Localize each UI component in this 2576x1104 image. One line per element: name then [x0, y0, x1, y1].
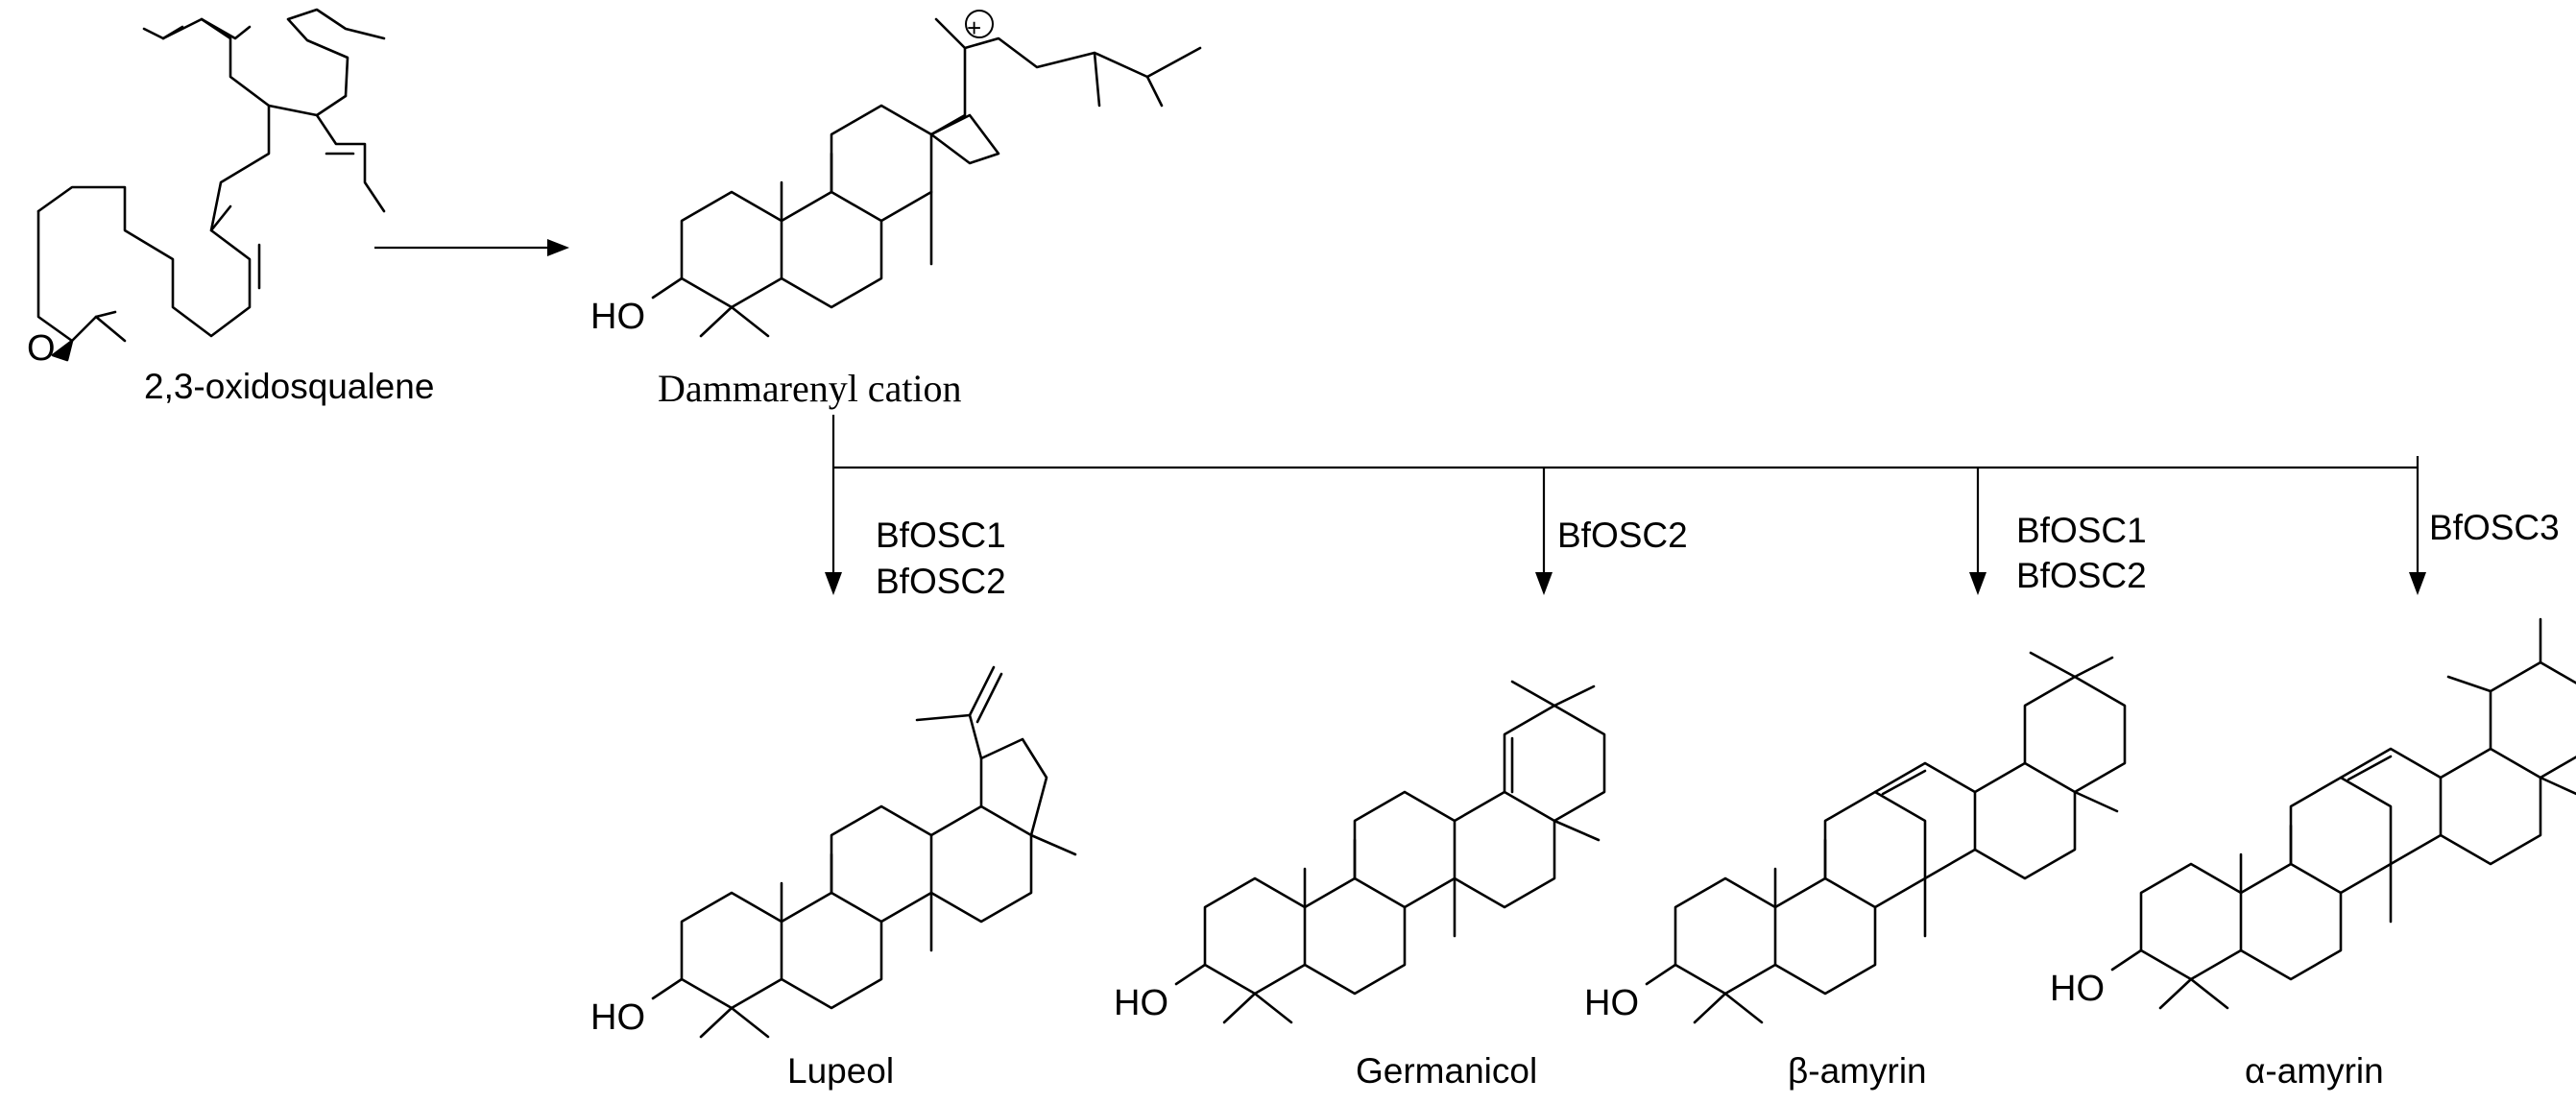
substrate-name: 2,3-oxidosqualene: [144, 367, 434, 406]
intermediate-name: Dammarenyl cation: [658, 367, 962, 410]
beta-amyrin-hydroxyl: HO: [1584, 983, 1639, 1023]
positive-charge-icon: [965, 10, 994, 38]
lupeol-hydroxyl: HO: [590, 997, 645, 1038]
germanicol-hydroxyl: HO: [1114, 983, 1168, 1023]
product-lupeol-name: Lupeol: [787, 1051, 894, 1091]
product-beta-amyrin-name: β-amyrin: [1788, 1051, 1927, 1091]
enzyme-alpha-amyrin-1: BfOSC3: [2429, 508, 2560, 547]
germanicol-structure: HO: [1114, 680, 1606, 1024]
alpha-amyrin-hydroxyl: HO: [2050, 969, 2105, 1009]
branch-connectors: [825, 415, 2426, 595]
enzyme-lupeol-1: BfOSC1: [876, 516, 1006, 555]
enzyme-germanicol-1: BfOSC2: [1557, 516, 1688, 555]
charge-sign: +: [967, 13, 981, 42]
enzyme-beta-amyrin-1: BfOSC1: [2016, 511, 2147, 550]
lupeol-structure: HO: [590, 665, 1077, 1039]
enzyme-beta-amyrin-2: BfOSC2: [2016, 556, 2147, 595]
oxidosqualene-structure: O: [27, 8, 386, 369]
arrow-substrate-to-cation: [374, 239, 569, 256]
alpha-amyrin-structure: HO: [2050, 617, 2576, 1010]
dammarenyl-cation-structure: HO +: [590, 10, 1202, 338]
enzyme-lupeol-2: BfOSC2: [876, 562, 1006, 601]
product-alpha-amyrin-name: α-amyrin: [2245, 1051, 2384, 1091]
beta-amyrin-structure: HO: [1584, 651, 2127, 1024]
product-germanicol-name: Germanicol: [1356, 1051, 1537, 1091]
hydroxyl-label: HO: [590, 297, 645, 337]
oxygen-atom: O: [27, 328, 56, 369]
